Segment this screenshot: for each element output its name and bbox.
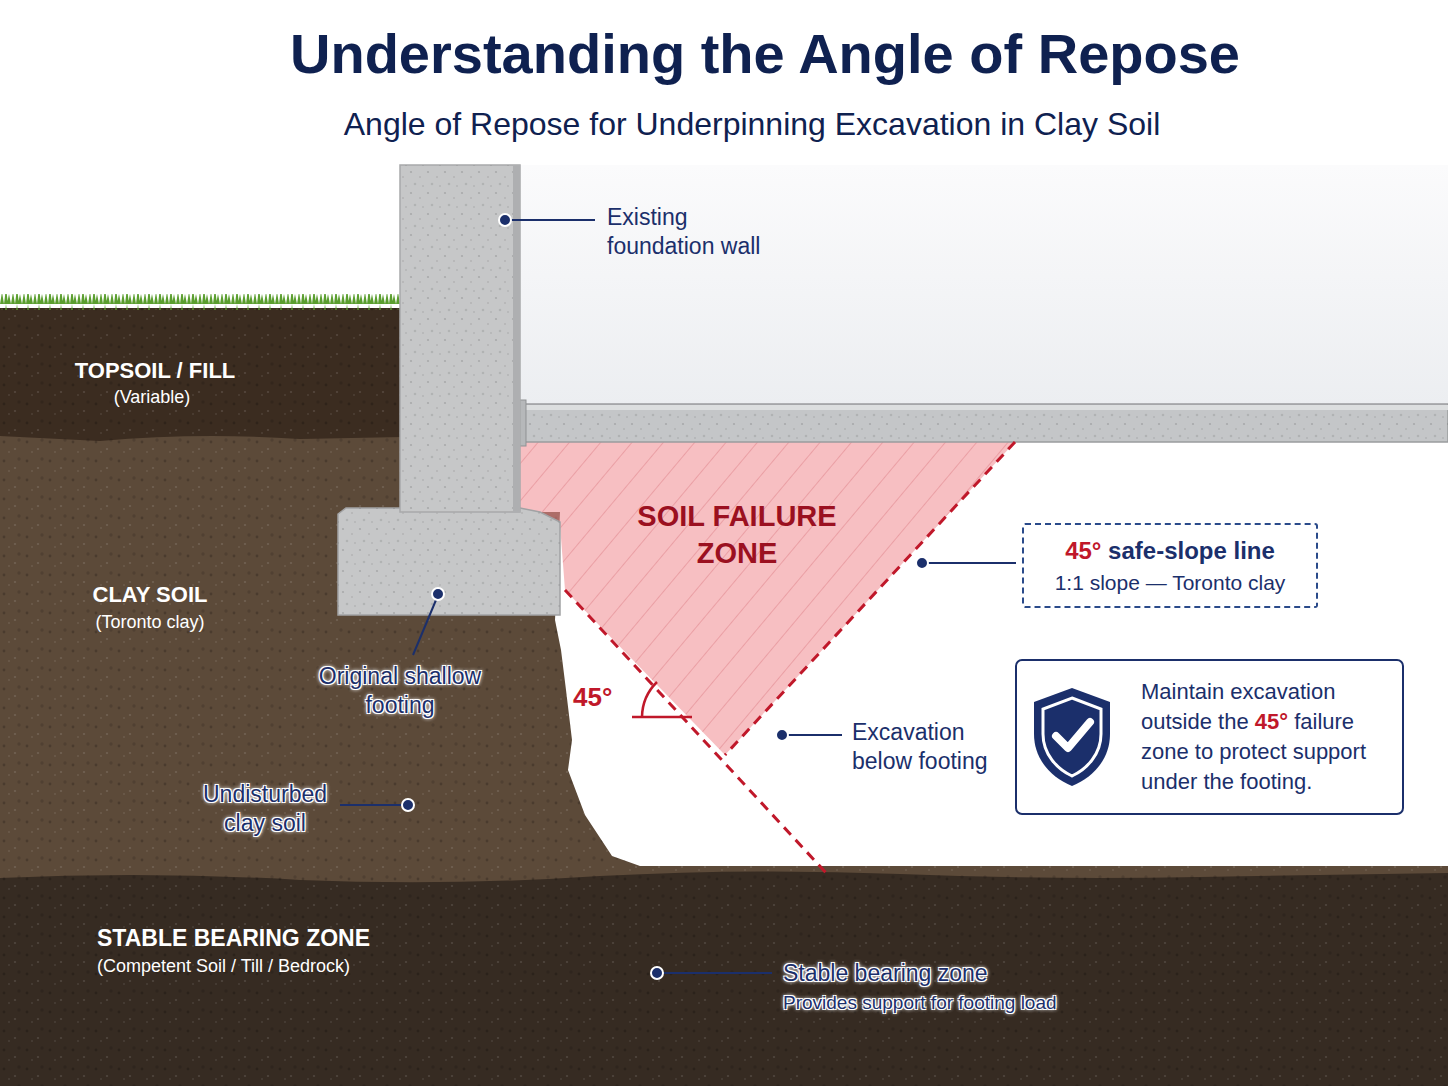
shield-check-icon <box>1030 684 1114 790</box>
topsoil-layer <box>0 294 402 441</box>
text-label: (Competent Soil / Till / Bedrock) <box>97 955 350 978</box>
footing <box>338 508 560 615</box>
text-label: Excavation below footing <box>852 718 1017 776</box>
floor-slab <box>512 400 1448 446</box>
foundation-wall <box>400 165 520 512</box>
callout-box: 45° safe-slope line1:1 slope — Toronto c… <box>1022 523 1318 608</box>
text-label: TOPSOIL / FILL <box>45 357 265 385</box>
text-label: SOIL FAILURE ZONE <box>617 498 857 572</box>
box-text: 45° safe-slope line <box>1036 534 1304 568</box>
text-label: Stable bearing zone <box>783 959 988 988</box>
text-label: (Toronto clay) <box>50 611 250 634</box>
text-label: Angle of Repose for Underpinning Excavat… <box>124 104 1380 144</box>
angle-value: 45° <box>1065 537 1101 564</box>
failure-zone <box>520 442 1015 755</box>
angle-marker <box>632 682 692 717</box>
text-label: Original shallow footing <box>305 662 495 720</box>
text-label: 45° <box>573 681 612 714</box>
stable-bearing-layer <box>0 871 1448 1086</box>
text-label: CLAY SOIL <box>40 581 260 609</box>
interior-wall <box>520 165 1448 405</box>
text-label: (Variable) <box>52 386 252 409</box>
text-label: Undisturbed clay soil <box>190 780 340 838</box>
leader-lines <box>340 214 1016 979</box>
box-text: 1:1 slope — Toronto clay <box>1036 568 1304 597</box>
clay-layer <box>0 430 1448 890</box>
diagram-title: Understanding the Angle of Repose <box>124 20 1406 87</box>
text-label: STABLE BEARING ZONE <box>97 924 370 953</box>
text-label: Existing foundation wall <box>607 203 792 261</box>
box-text: Maintain excavation outside the 45° fail… <box>1141 677 1388 797</box>
text-label: Provides support for footing load <box>783 991 1057 1015</box>
safe-slope-lines <box>565 442 1015 875</box>
angle-value: 45° <box>1255 709 1288 734</box>
